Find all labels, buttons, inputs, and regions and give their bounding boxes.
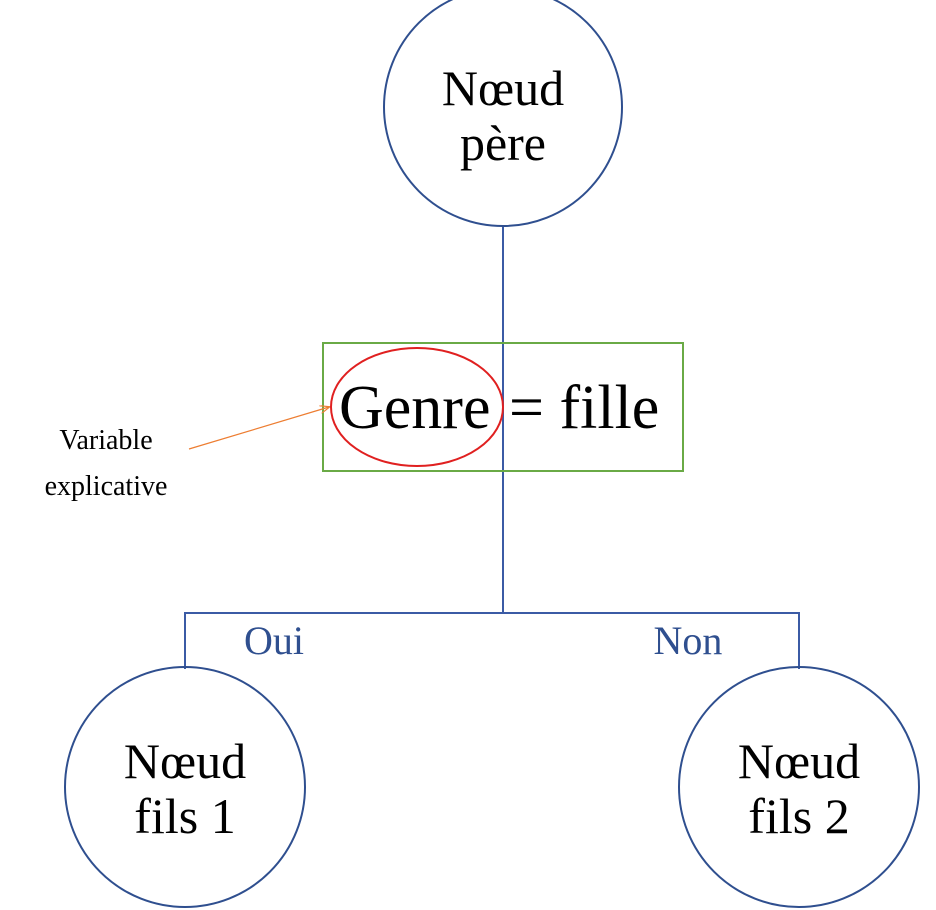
- connectors: [184, 226, 800, 669]
- child-node-2-label-line2: fils 2: [748, 788, 849, 844]
- child-node-2: Nœud fils 2: [678, 666, 920, 908]
- parent-node-circle: [383, 0, 623, 227]
- parent-node-label-line2: père: [460, 115, 546, 171]
- split-bracket: [184, 612, 800, 669]
- branch-label-no: Non: [654, 618, 723, 663]
- condition-block: Genre = fille: [322, 342, 684, 472]
- condition-operator-value: = fille: [509, 374, 659, 442]
- child-node-1-circle: [64, 666, 306, 908]
- branch-label-yes: Oui: [244, 618, 304, 663]
- condition-variable: Genre: [339, 374, 490, 442]
- annotation-label-line2: explicative: [45, 471, 168, 502]
- parent-node: Nœud père: [383, 0, 623, 227]
- annotation: Variable explicative: [45, 407, 329, 502]
- child-node-1-label-line2: fils 1: [134, 788, 235, 844]
- child-node-1: Nœud fils 1: [64, 666, 306, 908]
- annotation-arrow: [188, 407, 329, 450]
- parent-node-label-line1: Nœud: [442, 60, 564, 116]
- annotation-label-line1: Variable: [59, 425, 152, 456]
- child-node-1-label-line1: Nœud: [124, 733, 246, 789]
- child-node-2-label-line1: Nœud: [738, 733, 860, 789]
- child-node-2-circle: [678, 666, 920, 908]
